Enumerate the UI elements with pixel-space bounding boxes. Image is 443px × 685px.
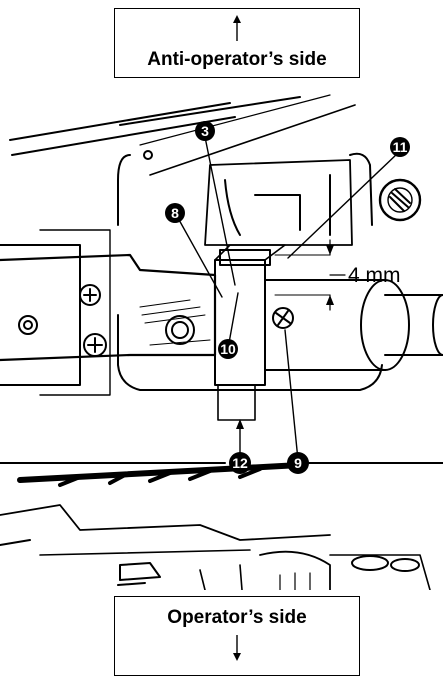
arrow-down-icon xyxy=(233,635,241,661)
svg-text:8: 8 xyxy=(171,205,179,221)
anti-operator-side-label: Anti-operator’s side xyxy=(147,49,327,70)
svg-text:11: 11 xyxy=(393,139,408,155)
callout-11: 11 xyxy=(390,137,410,157)
operator-side-label: Operator’s side xyxy=(167,607,307,628)
callout-9: 9 xyxy=(287,452,309,474)
mechanism-illustration: 4 mm 3 11 8 10 12 9 xyxy=(0,94,443,590)
callout-10: 10 xyxy=(218,339,238,359)
svg-text:12: 12 xyxy=(232,455,248,471)
operator-side-box: Operator’s side xyxy=(114,596,360,676)
svg-text:3: 3 xyxy=(201,123,209,139)
callout-3: 3 xyxy=(195,121,215,141)
svg-text:10: 10 xyxy=(220,341,236,357)
callout-8: 8 xyxy=(165,203,185,223)
svg-text:9: 9 xyxy=(294,455,302,471)
anti-operator-side-box: Anti-operator’s side xyxy=(114,8,360,78)
arrow-up-icon xyxy=(233,15,241,41)
callout-12: 12 xyxy=(229,452,251,474)
dimension-4mm-label: 4 mm xyxy=(348,264,401,287)
